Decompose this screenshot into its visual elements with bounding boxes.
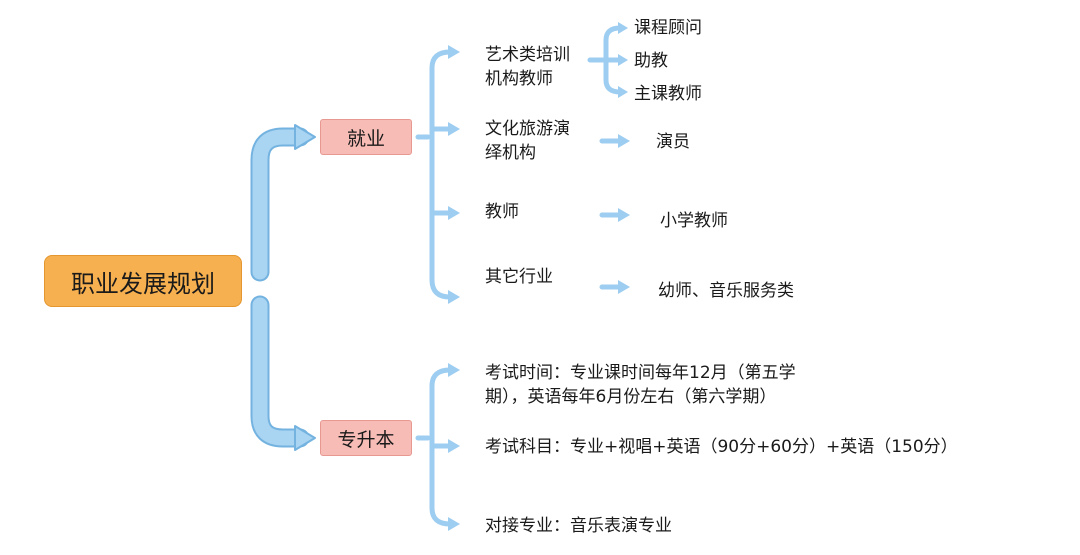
branch-employment-label: 就业 — [346, 127, 385, 150]
item-exam-subjects: 考试科目：专业+视唱+英语（90分+60分）+英语（150分） — [485, 437, 958, 457]
item-exam-time: 考试时间：专业课时间每年12月（第五学 期），英语每年6月份左右（第六学期） — [485, 361, 796, 409]
employment-bracket — [429, 49, 453, 300]
root-node: 职业发展规划 — [44, 255, 242, 307]
item-exam-time-line2: 期），英语每年6月份左右（第六学期） — [485, 387, 777, 407]
item-culture-tourism: 文化旅游演 绎机构 — [485, 117, 570, 165]
item-arts-line1: 艺术类培训 — [485, 45, 570, 65]
root-label: 职业发展规划 — [71, 269, 215, 298]
leaf-main-teacher: 主课教师 — [634, 84, 702, 104]
item-teacher: 教师 — [485, 202, 519, 222]
item-matching-major: 对接专业：音乐表演专业 — [485, 516, 672, 536]
branch-upgrade-label: 专升本 — [337, 428, 395, 451]
item-culture-line1: 文化旅游演 — [485, 119, 570, 139]
item-culture-line2: 绎机构 — [485, 143, 536, 163]
item-exam-time-line1: 考试时间：专业课时间每年12月（第五学 — [485, 363, 796, 383]
leaf-primary-teacher: 小学教师 — [660, 211, 728, 231]
leaf-course-consultant: 课程顾问 — [634, 18, 702, 38]
leaf-actor: 演员 — [656, 132, 690, 152]
leaf-preschool-music-services: 幼师、音乐服务类 — [658, 281, 794, 301]
leaf-teaching-assistant: 助教 — [634, 51, 668, 71]
branch-upgrade: 专升本 — [320, 420, 412, 456]
item-arts-line2: 机构教师 — [485, 69, 553, 89]
item-arts-institution-teacher: 艺术类培训 机构教师 — [485, 43, 570, 91]
branch-employment: 就业 — [320, 119, 412, 155]
item-other-industries: 其它行业 — [485, 267, 553, 287]
